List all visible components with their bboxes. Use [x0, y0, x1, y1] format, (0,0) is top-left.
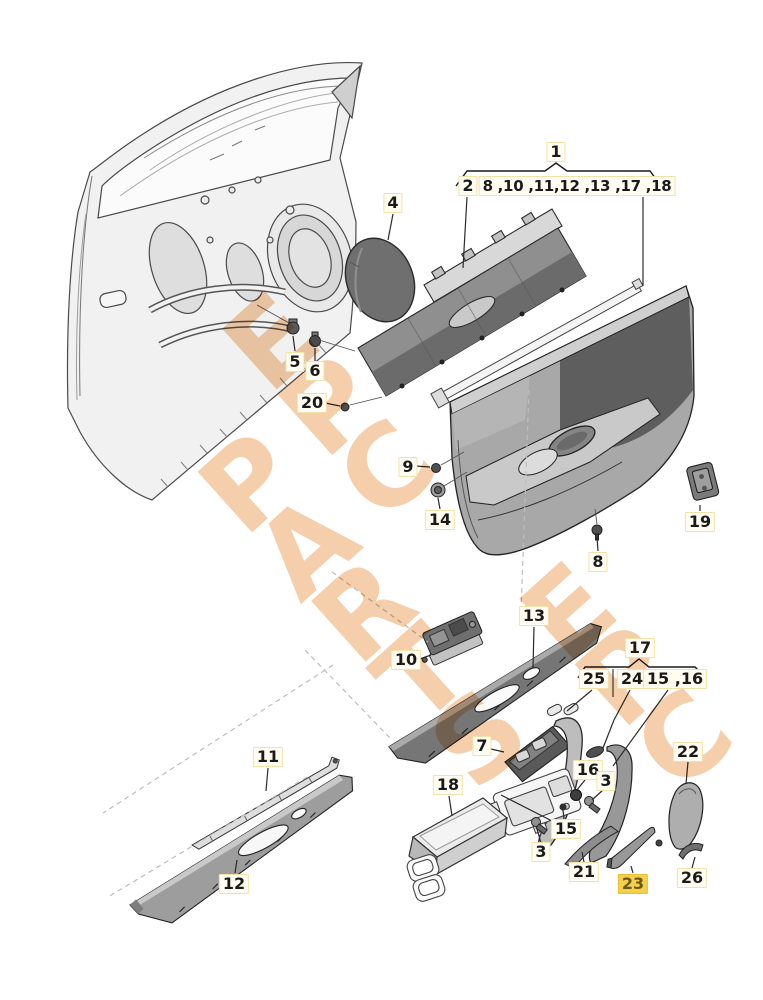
- part-label-23[interactable]: 23: [617, 874, 649, 894]
- armrest-18: [408, 797, 509, 877]
- part-label-9[interactable]: 9: [398, 457, 418, 477]
- trim-clip-5: [286, 318, 300, 335]
- part-label-4[interactable]: 4: [383, 193, 403, 213]
- part-label-11[interactable]: 11: [252, 747, 284, 767]
- part-label-7[interactable]: 7: [472, 736, 492, 756]
- part-connector-lines: [256, 261, 598, 525]
- part-label-19[interactable]: 19: [684, 512, 716, 532]
- part-label-14[interactable]: 14: [424, 510, 456, 530]
- upper-trim-strip-13: [388, 622, 603, 764]
- clip-23: [655, 839, 663, 847]
- part-label-6[interactable]: 6: [305, 361, 325, 381]
- door-inner-shell: [66, 61, 363, 501]
- armrest-bracket: [406, 854, 446, 902]
- clip-20: [340, 402, 350, 412]
- part-label-10[interactable]: 10: [390, 650, 422, 670]
- clip-15: [559, 803, 567, 811]
- part-label-1[interactable]: 1: [546, 142, 566, 162]
- inner-handle-module-10: [421, 611, 484, 666]
- trim-23: [606, 826, 663, 869]
- part-label-26[interactable]: 26: [676, 868, 708, 888]
- sound-deadener-disc: [344, 237, 416, 323]
- part-label-16[interactable]: 16: [572, 760, 604, 780]
- part-label-21[interactable]: 21: [568, 862, 600, 882]
- part-label-5[interactable]: 5: [285, 352, 305, 372]
- cap-24: [585, 746, 605, 758]
- part-label-25[interactable]: 25: [578, 669, 610, 689]
- part-label-8[interactable]: 8: [588, 552, 608, 572]
- part-label-2[interactable]: 2: [458, 176, 478, 196]
- part-label-20[interactable]: 20: [296, 393, 328, 413]
- trim-26: [678, 842, 704, 860]
- dashed-guides: [102, 389, 530, 898]
- window-switch-7: [504, 725, 571, 783]
- trim-clip-6: [309, 331, 321, 347]
- screw-3-right: [584, 796, 601, 814]
- part-label-22[interactable]: 22: [672, 742, 704, 762]
- handle-trim-22: [668, 782, 704, 850]
- grommet-14: [430, 482, 446, 498]
- grommet-16: [570, 789, 582, 801]
- part-label-13[interactable]: 13: [518, 606, 550, 626]
- part-label-18[interactable]: 18: [432, 775, 464, 795]
- gasket-25: [546, 703, 579, 717]
- clip-9: [431, 463, 441, 473]
- trim-strip-11: [191, 756, 340, 850]
- screw-3-left: [531, 817, 548, 835]
- window-regulator-carrier: [357, 208, 587, 397]
- switch-housing-19: [686, 462, 720, 501]
- lower-trim-panel-12: [129, 774, 354, 924]
- leader-lines: [234, 196, 701, 874]
- bracket-group-1: [455, 162, 662, 187]
- part-label-3[interactable]: 3: [596, 771, 616, 791]
- part-label-8-10-11-12-13-17-18[interactable]: 8 ,10 ,11,12 ,13 ,17 ,18: [478, 176, 676, 196]
- trim-21: [564, 825, 619, 870]
- belt-seal-strip: [430, 277, 644, 409]
- part-label-3[interactable]: 3: [531, 842, 551, 862]
- door-trim-panel: [449, 285, 695, 556]
- part-label-15[interactable]: 15: [550, 819, 582, 839]
- part-label-17[interactable]: 17: [624, 638, 656, 658]
- part-label-12[interactable]: 12: [218, 874, 250, 894]
- part-label-15-16[interactable]: 15 ,16: [642, 669, 708, 689]
